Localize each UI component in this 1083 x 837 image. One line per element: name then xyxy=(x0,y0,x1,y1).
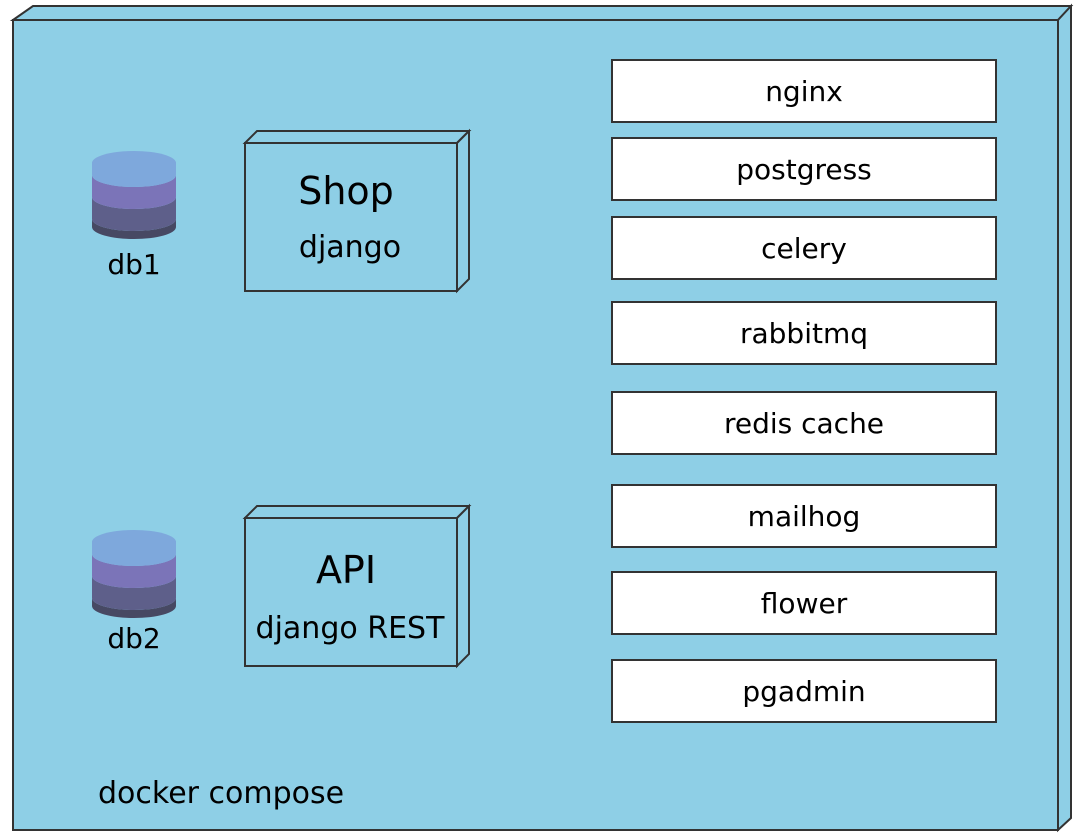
container-label: docker compose xyxy=(98,776,344,811)
database-icon xyxy=(92,530,176,618)
database-label: db2 xyxy=(107,622,160,655)
node-top-face xyxy=(242,505,472,519)
node-side-face xyxy=(456,128,470,294)
service-label: nginx xyxy=(765,75,843,108)
app-subtitle: django REST xyxy=(256,611,446,646)
service-box-pgadmin: pgadmin xyxy=(611,659,997,723)
node-front-face xyxy=(244,517,458,667)
node-side-face xyxy=(456,503,470,669)
app-title: Shop xyxy=(298,169,394,213)
database-db2: db2 xyxy=(92,530,176,655)
app-title: API xyxy=(316,548,376,592)
service-label: celery xyxy=(761,232,847,265)
app-node-shop: Shop django xyxy=(242,128,472,294)
service-box-flower: flower xyxy=(611,571,997,635)
container-side-face xyxy=(1057,3,1072,833)
node-top-face xyxy=(242,130,472,144)
service-box-celery: celery xyxy=(611,216,997,280)
node-front-face xyxy=(244,142,458,292)
service-box-mailhog: mailhog xyxy=(611,484,997,548)
service-label: redis cache xyxy=(724,407,884,440)
service-box-nginx: nginx xyxy=(611,59,997,123)
service-box-redis-cache: redis cache xyxy=(611,391,997,455)
app-node-api: API django REST xyxy=(242,503,472,669)
database-label: db1 xyxy=(107,248,160,281)
service-label: rabbitmq xyxy=(740,317,868,350)
service-label: pgadmin xyxy=(742,675,865,708)
service-box-postgress: postgress xyxy=(611,137,997,201)
service-label: flower xyxy=(761,587,848,620)
database-icon xyxy=(92,151,176,239)
database-db1: db1 xyxy=(92,151,176,281)
service-box-rabbitmq: rabbitmq xyxy=(611,301,997,365)
container-top-face xyxy=(9,5,1074,21)
app-subtitle: django xyxy=(299,230,401,265)
service-label: mailhog xyxy=(748,500,861,533)
service-label: postgress xyxy=(736,153,872,186)
service-list: nginx postgress celery rabbitmq redis ca… xyxy=(611,59,997,723)
